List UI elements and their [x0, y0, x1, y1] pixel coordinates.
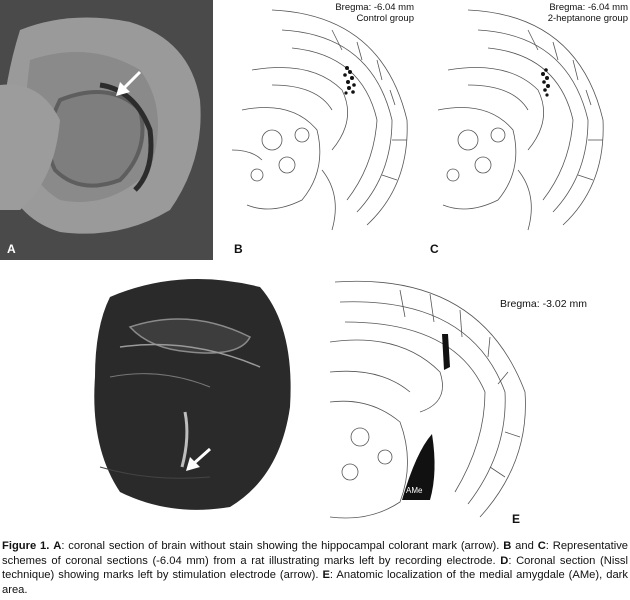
panel-e-label: E	[512, 512, 521, 526]
caption-d-label: D	[500, 554, 509, 567]
panel-a-image	[0, 0, 213, 260]
ame-region-label: AMe	[406, 486, 423, 495]
caption-a-label: A	[53, 540, 62, 552]
panel-d-photo: D	[90, 267, 300, 520]
recording-marks	[343, 66, 356, 95]
caption-e-label: E	[322, 569, 330, 581]
panel-c-schematic: Bregma: -6.04 mm 2-heptanone group C	[428, 0, 630, 260]
panel-e-atlas	[330, 280, 526, 519]
panel-b-group: Control group	[356, 13, 414, 24]
panel-d-label: D	[282, 503, 291, 517]
panel-c-group: 2-heptanone group	[547, 13, 628, 24]
caption-b-label: B	[503, 540, 512, 552]
caption-c-label: C	[537, 540, 546, 552]
caption-e-text: : Anatomic localization of the medial am…	[2, 569, 628, 596]
panel-c-bregma: Bregma: -6.04 mm	[549, 2, 628, 13]
caption-and: and	[511, 540, 538, 552]
panel-a-label: A	[7, 242, 16, 256]
panel-b-bregma: Bregma: -6.04 mm	[335, 2, 414, 13]
panel-d-image	[90, 267, 300, 520]
ame-dark-area	[402, 434, 435, 500]
panel-b-atlas	[232, 9, 408, 231]
figure-caption: Figure 1. A: coronal section of brain wi…	[2, 539, 628, 597]
panel-a-photo: A	[0, 0, 213, 260]
arrow-icon	[116, 70, 142, 96]
panel-c-atlas	[437, 9, 604, 231]
panel-c-bregma-block: Bregma: -6.04 mm 2-heptanone group	[548, 2, 628, 24]
panel-b-bregma-block: Bregma: -6.04 mm Control group	[335, 2, 414, 24]
panel-c-label: C	[430, 242, 439, 256]
recording-marks	[541, 68, 550, 97]
panel-e-schematic: Bregma: -3.02 mm AMe E	[330, 272, 630, 530]
panel-e-bregma: Bregma: -3.02 mm	[500, 298, 587, 310]
caption-figure-label: Figure 1.	[2, 540, 50, 552]
arrow-icon	[186, 447, 211, 471]
caption-bc-text: : Representative schemes of coronal sect…	[2, 540, 629, 567]
caption-a-text: : coronal section of brain without stain…	[61, 540, 504, 552]
caption-d-text: : Coronal section (Nissl technique) show…	[2, 554, 628, 582]
ventricle-dark-area	[442, 334, 450, 370]
panel-b-label: B	[234, 242, 243, 256]
panel-b-schematic: Bregma: -6.04 mm Control group B	[232, 0, 428, 260]
